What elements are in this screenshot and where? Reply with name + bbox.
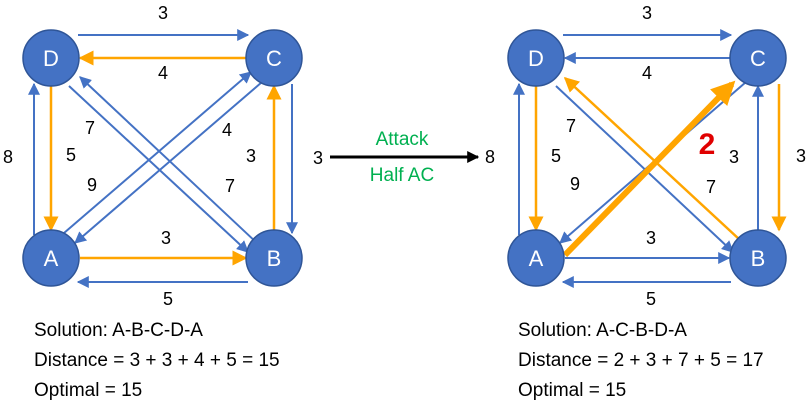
edge-a-c-attacked [562, 80, 736, 258]
left-weight-right-outer: 3 [313, 148, 323, 168]
edge-b-d-diag [79, 76, 259, 245]
left-graph: D C A B 3 4 3 5 8 5 3 3 7 9 4 7 [3, 3, 323, 309]
left-weight-diag-bd: 7 [225, 176, 235, 196]
right-node-d: D [507, 29, 565, 87]
svg-text:A: A [44, 246, 59, 271]
left-weight-cd-inner: 4 [158, 63, 168, 83]
left-weight-diag-db: 7 [85, 118, 95, 138]
right-weight-ba-bottom: 5 [646, 289, 656, 309]
svg-text:C: C [750, 46, 766, 71]
right-node-a: A [507, 229, 565, 287]
left-weight-dc-top: 3 [158, 3, 168, 23]
right-weight-ab-inner: 3 [646, 228, 656, 248]
edge-d-b-diag [68, 85, 249, 253]
attack-arrow: Attack Half AC [330, 129, 480, 186]
svg-text:B: B [267, 246, 282, 271]
left-node-d: D [22, 29, 80, 87]
right-weight-left-inner: 5 [551, 146, 561, 166]
left-weight-ab-inner: 3 [161, 228, 171, 248]
right-weight-right-outer: 3 [796, 146, 806, 166]
left-weight-diag-ca: 4 [222, 120, 232, 140]
right-weight-diag-bd: 7 [706, 177, 716, 197]
edge-a-c-diag [63, 71, 252, 234]
left-weight-left-outer: 8 [3, 147, 13, 167]
attack-label: Attack [376, 129, 429, 150]
right-graph: D C A B 3 4 3 5 8 5 3 3 7 9 7 2 [485, 3, 806, 309]
left-weight-left-inner: 5 [66, 145, 76, 165]
right-node-b: B [729, 229, 787, 287]
right-weight-diag-ac: 9 [570, 174, 580, 194]
left-distance-text: Distance = 3 + 3 + 4 + 5 = 15 [34, 350, 280, 371]
svg-text:D: D [43, 46, 59, 71]
right-weight-right-inner: 3 [729, 147, 739, 167]
right-solution-text: Solution: A-C-B-D-A [518, 320, 687, 341]
left-weight-ba-bottom: 5 [163, 289, 173, 309]
left-optimal-text: Optimal = 15 [34, 380, 143, 401]
right-optimal-text: Optimal = 15 [518, 380, 627, 401]
edge-b-d-diag [563, 76, 741, 241]
svg-text:B: B [751, 246, 766, 271]
left-caption: Solution: A-B-C-D-A Distance = 3 + 3 + 4… [34, 316, 280, 403]
left-solution-text: Solution: A-B-C-D-A [34, 320, 203, 341]
right-weight-cd-inner: 4 [642, 63, 652, 83]
edge-c-a-diag [74, 81, 263, 244]
left-node-c: C [245, 29, 303, 87]
right-weight-diag-db: 7 [566, 116, 576, 136]
svg-text:D: D [528, 46, 544, 71]
svg-text:A: A [529, 246, 544, 271]
right-node-c: C [729, 29, 787, 87]
right-weight-dc-top: 3 [642, 3, 652, 23]
left-weight-right-inner: 3 [246, 146, 256, 166]
right-distance-text: Distance = 2 + 3 + 7 + 5 = 17 [518, 350, 764, 371]
left-node-b: B [245, 229, 303, 287]
left-node-a: A [22, 229, 80, 287]
right-weight-attacked-ac: 2 [699, 128, 716, 161]
svg-text:C: C [266, 46, 282, 71]
left-weight-diag-ac: 9 [87, 175, 97, 195]
half-ac-label: Half AC [370, 165, 434, 186]
right-caption: Solution: A-C-B-D-A Distance = 2 + 3 + 7… [518, 316, 764, 403]
right-weight-left-outer: 8 [485, 147, 495, 167]
